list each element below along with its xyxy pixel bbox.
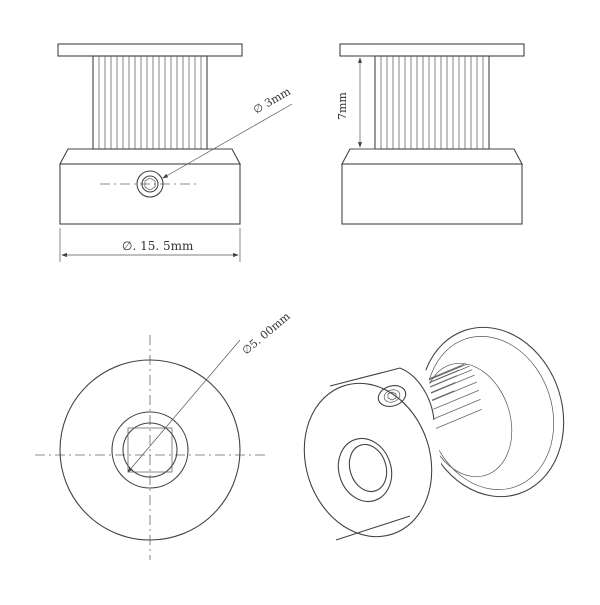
- front-teeth-lines: [98, 56, 202, 149]
- iso-bore-outer: [337, 437, 393, 503]
- front-teeth-body: [92, 55, 208, 150]
- iso-hex-socket: [387, 391, 397, 401]
- front-setscrew-inner: [141, 175, 159, 193]
- bore-leader: [162, 103, 293, 179]
- iso-view: [303, 326, 565, 541]
- iso-tooth-line: [433, 409, 482, 430]
- iso-tooth-line: [430, 389, 480, 411]
- outer-diameter-label: ∅. 15. 5mm: [122, 239, 194, 253]
- side-teeth-body: [374, 55, 490, 150]
- front-flange: [57, 43, 243, 57]
- front-hub-chamfer: [59, 148, 241, 165]
- end-bore-square: [127, 427, 173, 473]
- iso-hub-edges: [329, 367, 435, 541]
- tooth-height-label: 7mm: [336, 92, 349, 120]
- side-hub: [341, 163, 523, 225]
- side-teeth-lines: [380, 56, 484, 149]
- iso-setscrew-outer: [377, 385, 407, 407]
- iso-tooth-line: [428, 381, 478, 403]
- front-view: ∅ 3mm ∅. 15. 5mm: [57, 43, 293, 262]
- front-setscrew-outer: [136, 170, 164, 198]
- iso-tooth-line: [426, 374, 475, 396]
- iso-tooth-line: [432, 399, 481, 420]
- shaft-diameter-label: ∅5. 00mm: [240, 309, 294, 357]
- end-hub-circle: [111, 411, 189, 489]
- iso-hub-face: [303, 382, 433, 538]
- end-view: ∅5. 00mm: [35, 309, 293, 560]
- end-outer-circle: [59, 359, 241, 541]
- front-hex-socket: [144, 177, 156, 191]
- bore-diameter-label: ∅ 3mm: [251, 85, 293, 117]
- front-hub: [59, 163, 241, 225]
- iso-tooth-line: [423, 369, 473, 391]
- iso-bore-inner: [348, 443, 388, 493]
- end-bore-circle: [122, 422, 178, 478]
- side-hub-chamfer: [341, 148, 523, 165]
- side-flange: [339, 43, 525, 57]
- iso-hub-fill: [330, 363, 442, 515]
- iso-setscrew-inner: [383, 389, 401, 403]
- shaft-leader: [127, 339, 241, 473]
- side-view: 7mm: [336, 43, 525, 225]
